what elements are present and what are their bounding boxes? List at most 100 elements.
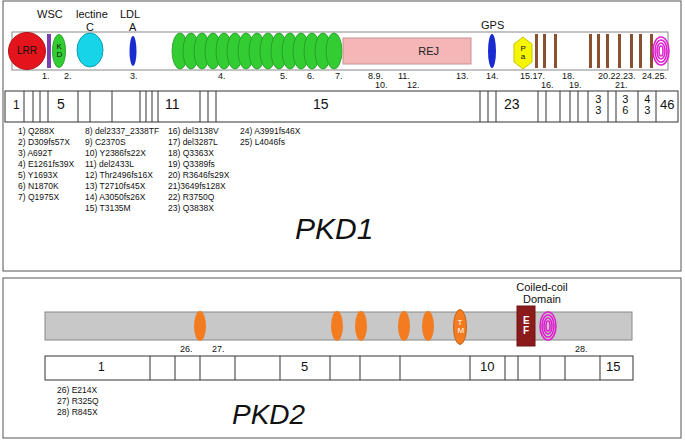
exon-boundary [200, 356, 201, 380]
exon-boundary [360, 356, 361, 380]
mutation-label: 18) Q3363X [168, 149, 214, 158]
lrr-domain: LRR [8, 32, 46, 70]
callout-number: 6. [307, 72, 315, 82]
callout-number: 28. [575, 345, 588, 355]
repeats [24, 33, 669, 380]
exon-boundary [578, 91, 579, 122]
exon-boundary [78, 91, 79, 122]
exon-boundary [638, 91, 639, 122]
callout-number: 2. [64, 72, 72, 82]
domain-label: Coiled-coil Domain [500, 281, 584, 305]
exon-boundary [600, 356, 601, 380]
exon-boundary [540, 356, 541, 380]
tm-segment [630, 34, 633, 68]
domain-outline [53, 35, 66, 68]
callout-number: 19. [569, 81, 582, 91]
mutation-label: 3) A692T [18, 149, 53, 158]
callout-number: 1. [42, 72, 50, 82]
callout-number: 26. [180, 345, 193, 355]
mutation-label: 10) Y2386fs22X [85, 149, 146, 158]
mutation-label: 8) del2337_2338TF [85, 127, 159, 136]
exon-boundary [560, 91, 561, 122]
exon-boundary [140, 91, 141, 122]
exon-number: 43 [644, 94, 651, 116]
exon-boundary [216, 91, 217, 122]
mutation-label: 20) R3646fs29X [168, 171, 229, 180]
coiled-coil [653, 37, 669, 65]
coil-turn [657, 43, 665, 59]
exon-number: 15 [606, 360, 620, 374]
domain-outline [454, 310, 467, 345]
exon-strip [5, 91, 678, 122]
mutation-label: 28) R845X [57, 408, 98, 417]
exon-boundary [48, 91, 49, 122]
protein-bar [12, 32, 668, 70]
callout-number: 12. [407, 81, 420, 91]
mutation-label: 4) E1261fs39X [18, 160, 74, 169]
exon-number: 1 [98, 361, 105, 374]
coil-turn [540, 312, 556, 340]
mutation-label: 19) Q3389fs [168, 160, 215, 169]
exon-boundary [175, 356, 176, 380]
mutation-label: 17) del3287L [168, 138, 218, 147]
exon-boundary [470, 356, 471, 380]
exon-boundary [546, 91, 547, 122]
domain-label: A [129, 21, 136, 33]
exon-boundary [112, 91, 113, 122]
rej-domain: REJ [343, 38, 471, 64]
exon-boundary [488, 91, 489, 122]
callout-number: 10. [375, 81, 388, 91]
coiled-coil [540, 312, 556, 340]
exon-number: 10 [480, 360, 494, 374]
mutation-label: 27) R325Q [57, 397, 99, 406]
domain-shape [343, 38, 471, 64]
mutation-label: 11) del2433L [85, 160, 134, 169]
gene-title: PKD2 [232, 400, 305, 431]
exon-strip [45, 356, 633, 380]
ldl-domain [130, 36, 137, 66]
plat-domain: P a [514, 37, 532, 69]
exon-boundary [518, 356, 519, 380]
tm-segment [543, 34, 546, 68]
tm-segment: TM [453, 309, 467, 345]
exon-boundary [538, 91, 539, 122]
callout-number: 27. [212, 345, 225, 355]
coil-turn [655, 40, 667, 62]
callout-number: 24.25. [642, 72, 667, 82]
panel-frame [3, 278, 681, 438]
exon-boundary [608, 91, 609, 122]
coil-turn [544, 318, 552, 334]
callout-number: 16. [541, 81, 554, 91]
exon-boundary [588, 91, 589, 122]
exon-boundary [150, 356, 151, 380]
ef-hand: EF [517, 306, 535, 346]
mutation-label: 15) T3135M [85, 204, 131, 213]
exon-number: 1 [13, 99, 20, 112]
tm-segment [597, 34, 600, 68]
coil-turn [542, 315, 554, 337]
exon-number: 11 [165, 97, 180, 112]
domain-label: LDL [120, 8, 140, 20]
tm-segment [639, 34, 642, 68]
gene-title: PKD1 [295, 212, 373, 245]
tm-segment [618, 34, 621, 68]
callout-number: 4. [218, 72, 226, 82]
exon-boundary [208, 91, 209, 122]
exon-boundary [158, 91, 159, 122]
exon-boundary [146, 91, 147, 122]
gps-domain [488, 34, 496, 68]
mutation-label: 26) E214X [57, 386, 97, 395]
tm-segment [554, 34, 557, 68]
tm-segment [535, 34, 538, 68]
domain-name: KD [57, 43, 62, 59]
exon-number: 23 [504, 97, 520, 112]
domain-outline [514, 37, 532, 69]
lectine-domain [77, 33, 103, 67]
callout-number: 21. [615, 81, 628, 91]
domain-name: P a [521, 45, 526, 61]
mutation-label: 5) Y1693X [18, 171, 58, 180]
exon-number: 15 [313, 97, 329, 112]
exon-boundary [656, 91, 657, 122]
mutation-label: 2) D309fs57X [18, 138, 70, 147]
exon-boundary [616, 91, 617, 122]
